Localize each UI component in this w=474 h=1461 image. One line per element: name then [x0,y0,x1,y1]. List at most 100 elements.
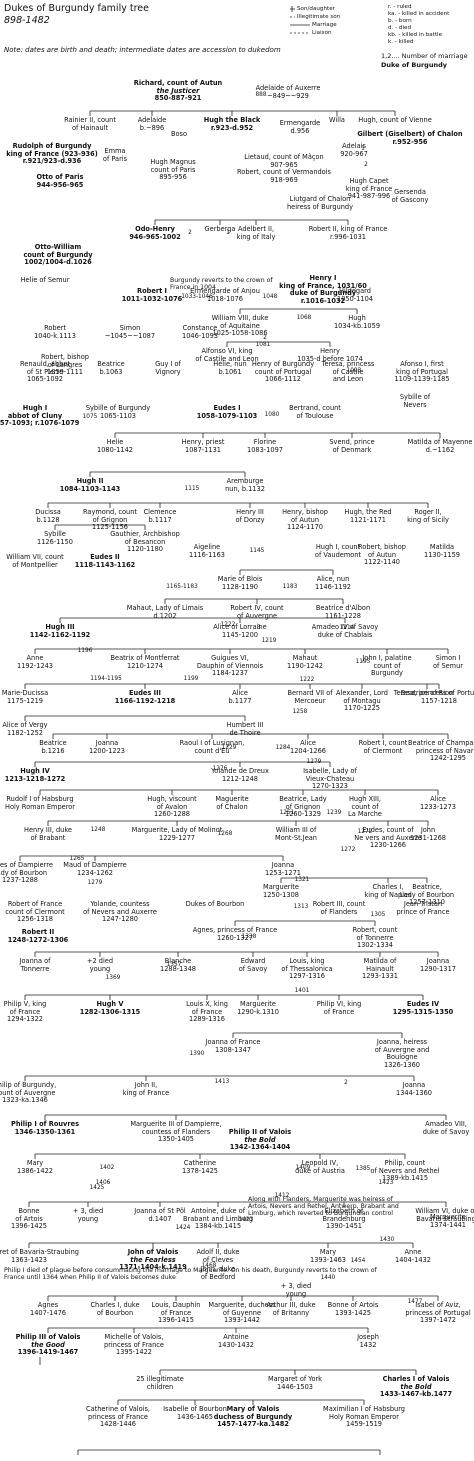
person-line: Margaret of York [267,1375,323,1383]
person-line: Sybille of Burgundy [85,404,151,412]
person-node: Teresa, princess of Portugal1157-1218 [394,689,474,705]
person-line: Philip V, king [3,1000,47,1008]
person-line: of Clermont [363,746,403,755]
marriage-number: 1406 [95,1180,111,1186]
person-line: 1378-1425 [182,1166,218,1175]
person-line: 1066-1112 [265,375,301,384]
person-line: 1396-1419-1467 [17,1348,79,1357]
person-line: Mary of Valois [226,1405,280,1413]
person-line: 1428-1446 [100,1420,136,1429]
person-line: Adelaide of Auxerre [255,84,321,92]
person-line: Brandenburg [322,1214,366,1223]
person-line: Constance [182,324,218,332]
marriage-number: 1468 [201,1263,217,1269]
person-line: Alexander, Lord [336,689,388,697]
person-line: Mahaut, Lady of Limais [126,604,204,612]
person-line: Adelbert II, [237,225,275,233]
person-line: 1229-1277 [159,833,195,842]
person-line: Rainier II, count [64,116,116,124]
person-line: r.921/923-d.936 [22,157,82,166]
person-line: Guigues VI, [211,654,249,662]
marriage-number: 1222 [220,622,236,628]
person-line: Henry of Burgundy [251,360,315,368]
person-line: Bavaria-Straubing [416,1214,474,1223]
person-line: r.1016-1032 [300,297,346,306]
person-line: of Tonnerre [356,933,394,942]
person-line: Adolf II, duke [196,1248,240,1256]
person-line: count of Auvergne [0,1088,56,1097]
person-line: 907-965 [270,160,298,169]
person-line: princess of Portugal [405,1308,471,1317]
person-line: prince of France [396,907,450,916]
person-line: 1040-k.1113 [34,331,76,340]
marriage-number: 1081 [255,342,271,348]
person-line: of Flanders [320,907,358,916]
legend-ka: ka. - killed in accident [388,11,450,17]
person-line: Adelais [342,142,366,150]
person-line: Marguerite [430,1213,466,1221]
person-line: Hugh II [76,477,104,485]
person-line: Robert II, king of France [308,225,388,233]
legend-kb: kb. - killed in battle [388,32,443,38]
person-line: Robert [44,324,66,332]
person-line: of Bedford [200,1272,236,1281]
person-line: princess of France [104,1340,164,1349]
person-line: 1057-1093; r.1076-1079 [0,419,80,428]
person-line: 1109-1139-1185 [394,375,450,384]
person-line: Agnes of Dampierre [0,861,53,869]
person-line: Alice [430,795,446,803]
person-line: Gilbert (Giselbert) of Chalon [357,130,463,138]
legend-k: k. - killed [388,39,414,45]
person-line: b.1216 [41,746,65,755]
person-line: 946-965-1002 [129,232,181,241]
person-line: Hildegard [339,287,371,295]
person-line: heiress of Burgundy [286,202,354,211]
person-line: + 3, died [72,1207,104,1215]
person-line: of St Pierre [26,367,64,376]
person-line: 1344-1360 [396,1088,432,1097]
person-line: duke of Austria [295,1166,345,1175]
person-line: Gerberga [204,225,236,233]
person-line: 1293-1331 [362,972,398,981]
person-line: Aremburge [226,477,264,485]
marriage-number: 1284 [275,745,291,751]
marriage-number: 1313 [293,904,309,910]
marriage-number: 3 [257,625,261,631]
person-line: Tonnerre [20,964,50,973]
person-line: Vieux-Chateau [305,774,355,783]
legend-b: b. - born [388,18,412,24]
person-line: 25 illegitimate [136,1375,184,1383]
person-line: of Semur [432,661,464,670]
person-line: Philip III of Valois [15,1333,81,1341]
legend-d: d. - died [388,25,412,31]
marriage-number: 1075 [82,414,98,420]
